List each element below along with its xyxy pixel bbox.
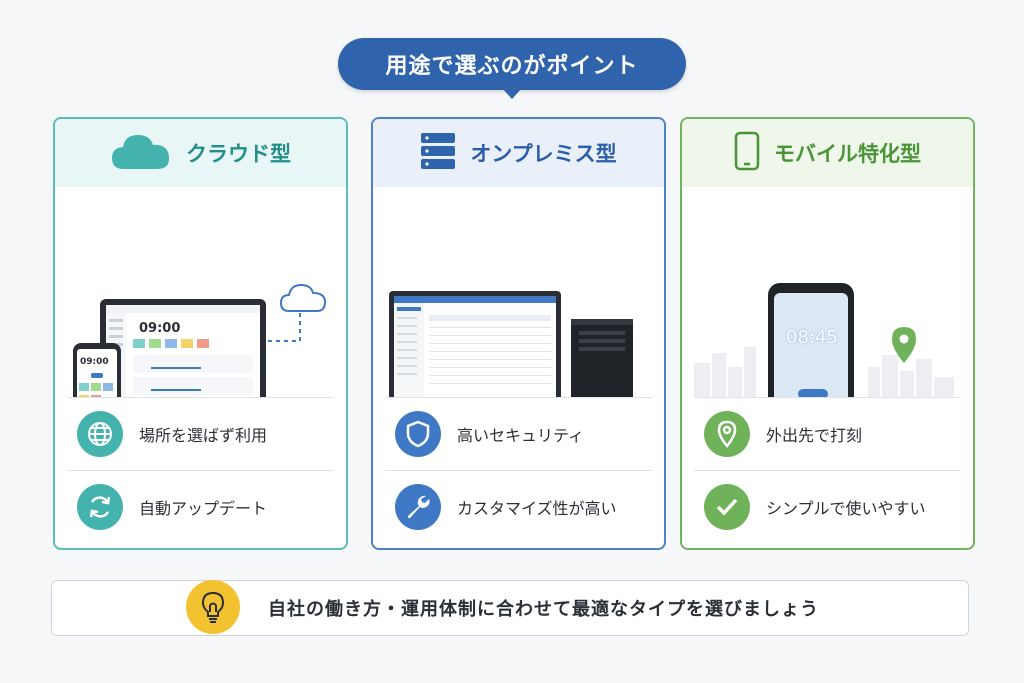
- feature-label: 場所を選ばず利用: [139, 425, 268, 445]
- page-title: 用途で選ぶのがポイント: [338, 38, 686, 90]
- location-pin-icon: [704, 410, 750, 457]
- title-bubble-tail: [502, 88, 522, 99]
- mobile-illustration: 08:45: [682, 187, 973, 447]
- feature-label: 外出先で打刻: [766, 425, 863, 445]
- tip-banner: 自社の働き方・運用体制に合わせて最適なタイプを選びましょう: [51, 580, 969, 636]
- feature-item: 高いセキュリティ: [385, 397, 652, 469]
- feature-label: 高いセキュリティ: [457, 425, 585, 445]
- cloud-illustration: 09:00 09:00: [55, 187, 346, 429]
- card-onpremise: オンプレミス型: [371, 117, 666, 550]
- refresh-icon: [77, 483, 123, 530]
- card-title: クラウド型: [186, 142, 291, 166]
- feature-label: カスタマイズ性が高い: [457, 498, 617, 518]
- laptop-clock: 09:00: [139, 321, 181, 336]
- card-header: クラウド型: [55, 119, 346, 187]
- tip-text: 自社の働き方・運用体制に合わせて最適なタイプを選びましょう: [268, 599, 819, 620]
- feature-item: 自動アップデート: [67, 470, 334, 542]
- card-header: モバイル特化型: [682, 119, 973, 187]
- feature-item: 外出先で打刻: [694, 397, 961, 469]
- smartphone-icon: [734, 131, 760, 176]
- cloud-icon: [110, 131, 172, 176]
- shield-icon: [395, 410, 441, 457]
- feature-item: シンプルで使いやすい: [694, 470, 961, 542]
- server-icon: [420, 132, 456, 175]
- wrench-icon: [395, 483, 441, 530]
- phone-clock: 08:45: [786, 327, 838, 348]
- card-cloud: クラウド型: [53, 117, 348, 550]
- feature-label: シンプルで使いやすい: [766, 498, 926, 518]
- card-mobile: モバイル特化型 08:45 外出先で打刻: [680, 117, 975, 550]
- checkmark-icon: [704, 483, 750, 530]
- onpremise-illustration: [373, 187, 664, 424]
- feature-item: カスタマイズ性が高い: [385, 470, 652, 542]
- card-title: オンプレミス型: [470, 142, 617, 166]
- lightbulb-icon: [186, 580, 240, 634]
- phone-clock: 09:00: [80, 357, 109, 367]
- card-title: モバイル特化型: [774, 142, 921, 166]
- feature-label: 自動アップデート: [139, 498, 268, 518]
- feature-item: 場所を選ばず利用: [67, 397, 334, 469]
- card-header: オンプレミス型: [373, 119, 664, 187]
- globe-icon: [77, 410, 123, 457]
